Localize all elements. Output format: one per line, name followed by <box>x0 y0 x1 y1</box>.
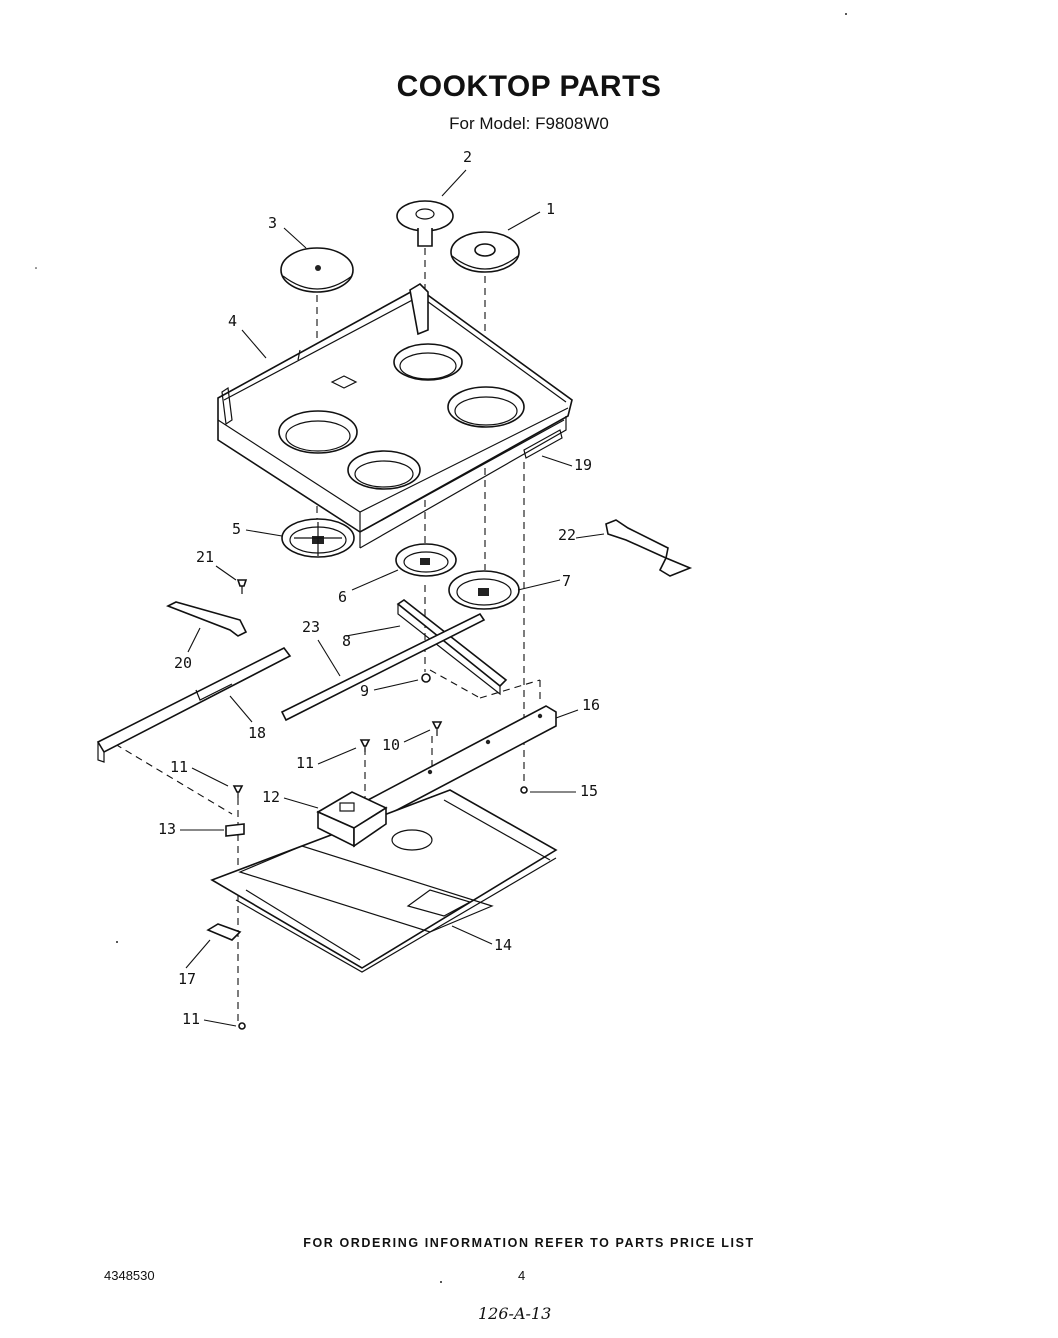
callout-8: 8 <box>342 632 351 650</box>
callout-11: 11 <box>296 754 314 772</box>
part-18-rail <box>96 646 292 763</box>
callout-12: 12 <box>262 788 280 806</box>
part-1-burner-cap <box>450 231 520 273</box>
callout-9: 9 <box>360 682 369 700</box>
callout-2: 2 <box>463 148 472 166</box>
callout-15: 15 <box>580 782 598 800</box>
callout-6: 6 <box>338 588 347 606</box>
part-11-screw-a <box>359 739 371 752</box>
part-2-burner-cap <box>396 200 454 247</box>
callout-17: 17 <box>178 970 196 988</box>
part-23-rod <box>280 612 486 722</box>
callout-10: 10 <box>382 736 400 754</box>
callout-1: 1 <box>546 200 555 218</box>
page-number: 4 <box>518 1268 526 1283</box>
scan-specks <box>35 13 847 1283</box>
part-12-block <box>316 791 388 848</box>
callout-11-c: 11 <box>182 1010 200 1028</box>
callout-21: 21 <box>196 548 214 566</box>
part-21-screw <box>236 579 248 594</box>
callout-7: 7 <box>562 572 571 590</box>
part-9-nut <box>421 673 431 683</box>
callout-3: 3 <box>268 214 277 232</box>
part-5-grate <box>281 518 355 558</box>
callout-16: 16 <box>582 696 600 714</box>
part-7-grate <box>448 570 520 610</box>
callout-14: 14 <box>494 936 512 954</box>
callout-19: 19 <box>574 456 592 474</box>
callout-labels: 1 2 3 4 5 6 7 8 9 10 11 12 13 14 15 16 1… <box>158 148 600 1028</box>
leader-lines <box>180 169 605 1027</box>
callout-23: 23 <box>302 618 320 636</box>
callout-5: 5 <box>232 520 241 538</box>
part-10-screw <box>431 721 443 736</box>
part-15-screw <box>520 786 528 794</box>
part-17-bracket <box>206 923 242 941</box>
part-11-screw-b <box>232 785 244 798</box>
callout-13: 13 <box>158 820 176 838</box>
part-20-wire <box>166 601 248 637</box>
callout-22: 22 <box>558 526 576 544</box>
callout-11-b: 11 <box>170 758 188 776</box>
part-8-bracket <box>396 599 508 696</box>
part-11-screw-c <box>238 1022 246 1030</box>
part-6-grate <box>395 543 457 577</box>
part-22-clip <box>605 519 693 577</box>
callout-20: 20 <box>174 654 192 672</box>
document-number: 4348530 <box>104 1268 155 1283</box>
handwritten-note: 126-A-13 <box>478 1304 552 1323</box>
ordering-note: FOR ORDERING INFORMATION REFER TO PARTS … <box>303 1236 755 1250</box>
callout-18: 18 <box>248 724 266 742</box>
callout-4: 4 <box>228 312 237 330</box>
part-19-trim <box>523 429 563 459</box>
part-4-cooktop <box>217 282 573 549</box>
part-3-burner-cap <box>280 247 354 293</box>
model-subtitle: For Model: F9808W0 <box>449 114 609 133</box>
part-13-clip <box>225 823 245 837</box>
page-title: COOKTOP PARTS <box>396 70 662 103</box>
